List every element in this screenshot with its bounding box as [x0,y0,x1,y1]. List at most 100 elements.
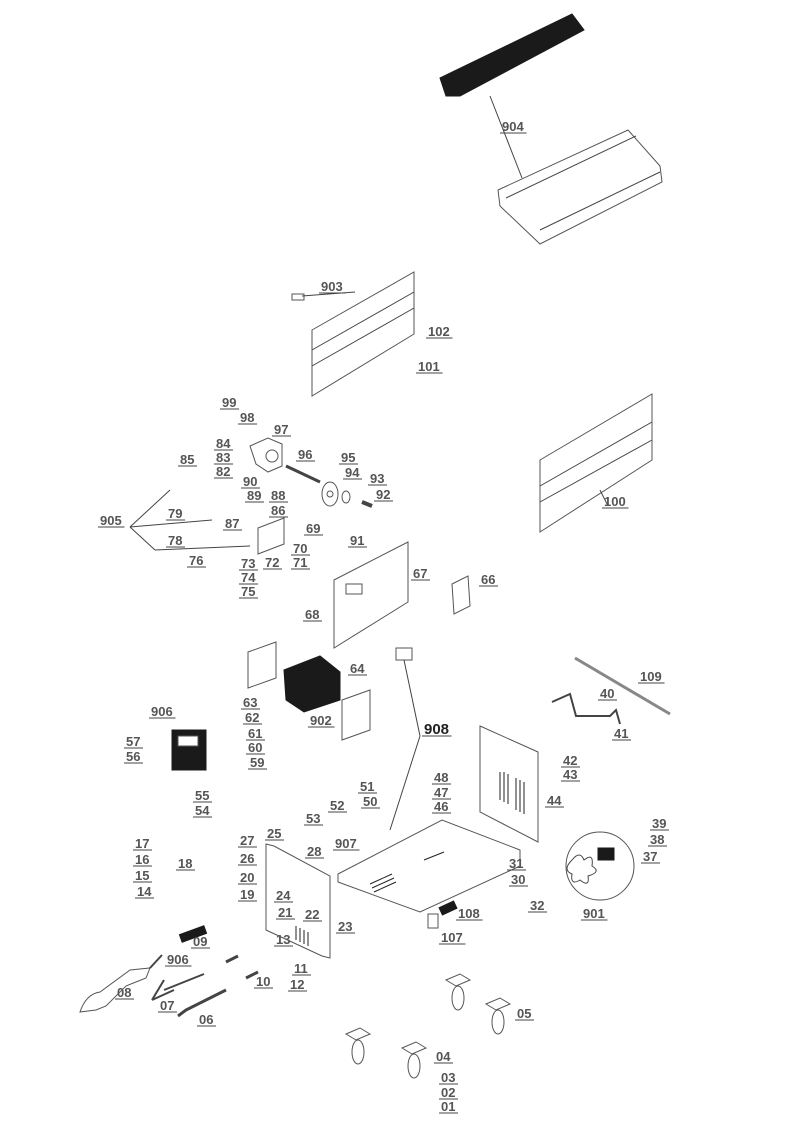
part-label-902: 902 [310,713,332,728]
leader-904 [489,95,523,179]
part-label-13: 13 [276,932,290,947]
part-label-48: 48 [434,770,448,785]
part-label-71: 71 [293,555,307,570]
part-label-68: 68 [305,607,319,622]
fan-assembly-part [565,831,635,901]
part-label-02: 02 [441,1085,455,1100]
socket-part [427,913,439,929]
part-label-19: 19 [240,887,254,902]
bracket-part [551,692,621,725]
part-label-99: 99 [222,395,236,410]
part-label-21: 21 [278,905,292,920]
part-label-73: 73 [241,556,255,571]
caster-wheels [344,973,512,1079]
part-label-15: 15 [135,868,149,883]
right-panel-part [539,393,653,533]
part-label-97: 97 [274,422,288,437]
part-label-108: 108 [458,906,480,921]
handle-cover-part [439,13,585,97]
part-label-27: 27 [240,833,254,848]
washer-part [341,490,351,504]
leader-905 [129,489,251,551]
switch-block-part [451,575,471,615]
part-label-20: 20 [240,870,254,885]
part-label-07: 07 [160,998,174,1013]
leader-100 [599,489,609,507]
front-panel-part [333,541,409,649]
transformer-core-left-part [247,641,277,689]
part-label-84: 84 [216,436,231,451]
rear-panel-part [479,725,539,843]
part-label-102: 102 [428,324,450,339]
part-label-12: 12 [290,977,304,992]
part-label-38: 38 [650,832,664,847]
cable-gland-part [438,900,458,916]
part-label-37: 37 [643,849,657,864]
part-label-90: 90 [243,474,257,489]
part-label-14: 14 [137,884,152,899]
part-label-59: 59 [250,755,264,770]
part-label-89: 89 [247,488,261,503]
transformer-coil-part [283,655,341,713]
part-label-88: 88 [271,488,285,503]
part-label-95: 95 [341,450,355,465]
part-label-62: 62 [245,710,259,725]
part-label-94: 94 [345,465,360,480]
part-label-55: 55 [195,788,209,803]
part-label-903: 903 [321,279,343,294]
part-label-40: 40 [600,686,614,701]
part-label-907: 907 [335,836,357,851]
part-label-61: 61 [248,726,262,741]
part-label-70: 70 [293,541,307,556]
shaft-part [285,464,321,484]
part-label-04: 04 [436,1049,451,1064]
part-label-44: 44 [547,793,562,808]
part-label-16: 16 [135,852,149,867]
part-label-78: 78 [168,533,182,548]
part-label-50: 50 [363,794,377,809]
pin-part-2 [245,970,259,980]
part-label-23: 23 [338,919,352,934]
part-label-64: 64 [350,661,365,676]
control-board-part [257,517,285,555]
part-label-06: 06 [199,1012,213,1027]
rod-part [574,656,671,716]
part-label-69: 69 [306,521,320,536]
part-label-17: 17 [135,836,149,851]
part-label-52: 52 [330,798,344,813]
part-label-41: 41 [614,726,628,741]
part-label-43: 43 [563,767,577,782]
part-label-901: 901 [583,906,605,921]
part-label-67: 67 [413,566,427,581]
part-label-98: 98 [240,410,254,425]
part-label-56: 56 [126,749,140,764]
part-label-24: 24 [276,888,291,903]
part-label-74: 74 [241,570,256,585]
part-label-72: 72 [265,555,279,570]
latch-part [291,293,305,301]
transformer-core-right-part [341,689,371,741]
part-label-96: 96 [298,447,312,462]
front-frame-part [265,843,331,959]
part-label-107: 107 [441,930,463,945]
part-label-85: 85 [180,452,194,467]
part-label-10: 10 [256,974,270,989]
power-switch-part [395,647,413,661]
part-label-100: 100 [604,494,626,509]
part-label-42: 42 [563,753,577,768]
welding-torch-part [79,967,151,1013]
fan-blade-part [566,854,597,884]
part-label-63: 63 [243,695,257,710]
part-label-82: 82 [216,464,230,479]
leader-908 [403,659,421,737]
bolt-part [361,500,373,508]
handle-bracket-part [497,129,663,245]
part-label-60: 60 [248,740,262,755]
part-label-57: 57 [126,734,140,749]
part-label-86: 86 [271,503,285,518]
part-label-53: 53 [306,811,320,826]
part-label-32: 32 [530,898,544,913]
part-label-08: 08 [117,985,131,1000]
part-label-18: 18 [178,856,192,871]
